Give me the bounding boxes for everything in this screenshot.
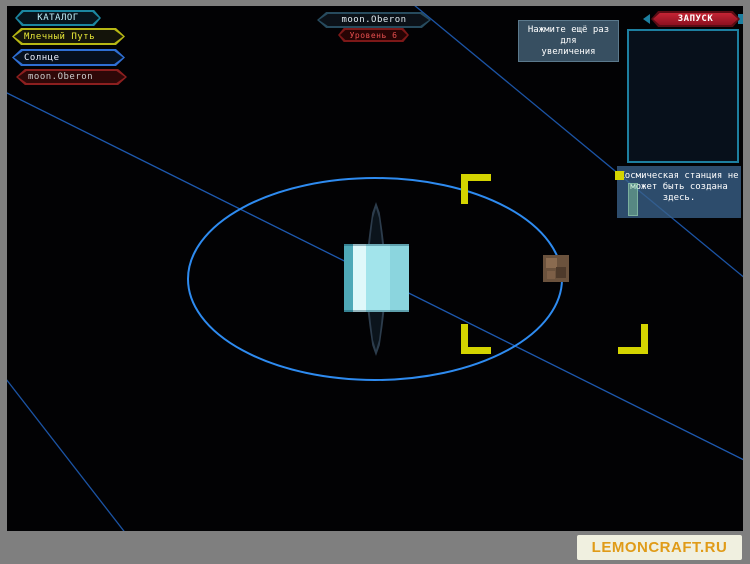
trajectory-line-2 (414, 6, 743, 278)
planet-body (344, 244, 409, 312)
catalog-button-label: КАТАЛОГ (37, 13, 79, 23)
warning-marker-icon (615, 171, 624, 180)
warning-line2: может быть создана (630, 182, 728, 192)
planet-oberon[interactable] (337, 202, 417, 356)
launch-button-label: ЗАПУСК (677, 14, 714, 24)
nav-item-selected-body[interactable]: moon.Oberon (16, 69, 127, 85)
launch-flank-right (738, 14, 743, 24)
station-info-panel (627, 29, 739, 163)
body-level-label: Уровень 6 (349, 30, 398, 40)
station-preview-indicator (628, 183, 638, 216)
asteroid-highlight (546, 258, 557, 268)
catalog-button[interactable]: КАТАЛОГ (15, 10, 101, 26)
nav-item-star[interactable]: Солнце (12, 49, 125, 66)
warning-line3: здесь. (662, 193, 696, 203)
zoom-hint-line1: Нажмите ещё раз для (527, 24, 610, 46)
asteroid-shadow (556, 267, 566, 278)
selected-body-name: moon.Oberon (341, 15, 407, 25)
warning-panel: Космическая станция не может быть создан… (617, 166, 741, 218)
selection-bracket-bottom-right (618, 324, 648, 354)
launch-flank-left (643, 14, 650, 24)
selection-bracket-top-left (461, 174, 491, 204)
selected-body-name-box: moon.Oberon (317, 12, 431, 28)
selection-bracket-bottom-left (461, 324, 491, 354)
body-level-box: Уровень 6 (338, 28, 409, 42)
watermark-badge: LEMONCRAFT.RU (577, 535, 742, 560)
asteroid-sprite[interactable] (543, 255, 569, 282)
space-view[interactable]: КАТАЛОГ Млечный Путь Солнце moon.Oberon … (7, 6, 743, 531)
watermark-text: LEMONCRAFT.RU (591, 539, 728, 556)
nav-galaxy-label: Млечный Путь (24, 31, 96, 42)
zoom-hint-tooltip: Нажмите ещё раз для увеличения (518, 20, 619, 62)
zoom-hint-line2: увеличения (541, 46, 596, 57)
nav-item-galaxy[interactable]: Млечный Путь (12, 28, 125, 45)
launch-button[interactable]: ЗАПУСК (651, 11, 740, 27)
trajectory-line-3 (7, 379, 125, 531)
warning-line1: Космическая станция не (619, 171, 739, 181)
asteroid-patch (547, 271, 555, 279)
nav-star-label: Солнце (24, 52, 60, 63)
nav-body-label: moon.Oberon (28, 72, 94, 82)
